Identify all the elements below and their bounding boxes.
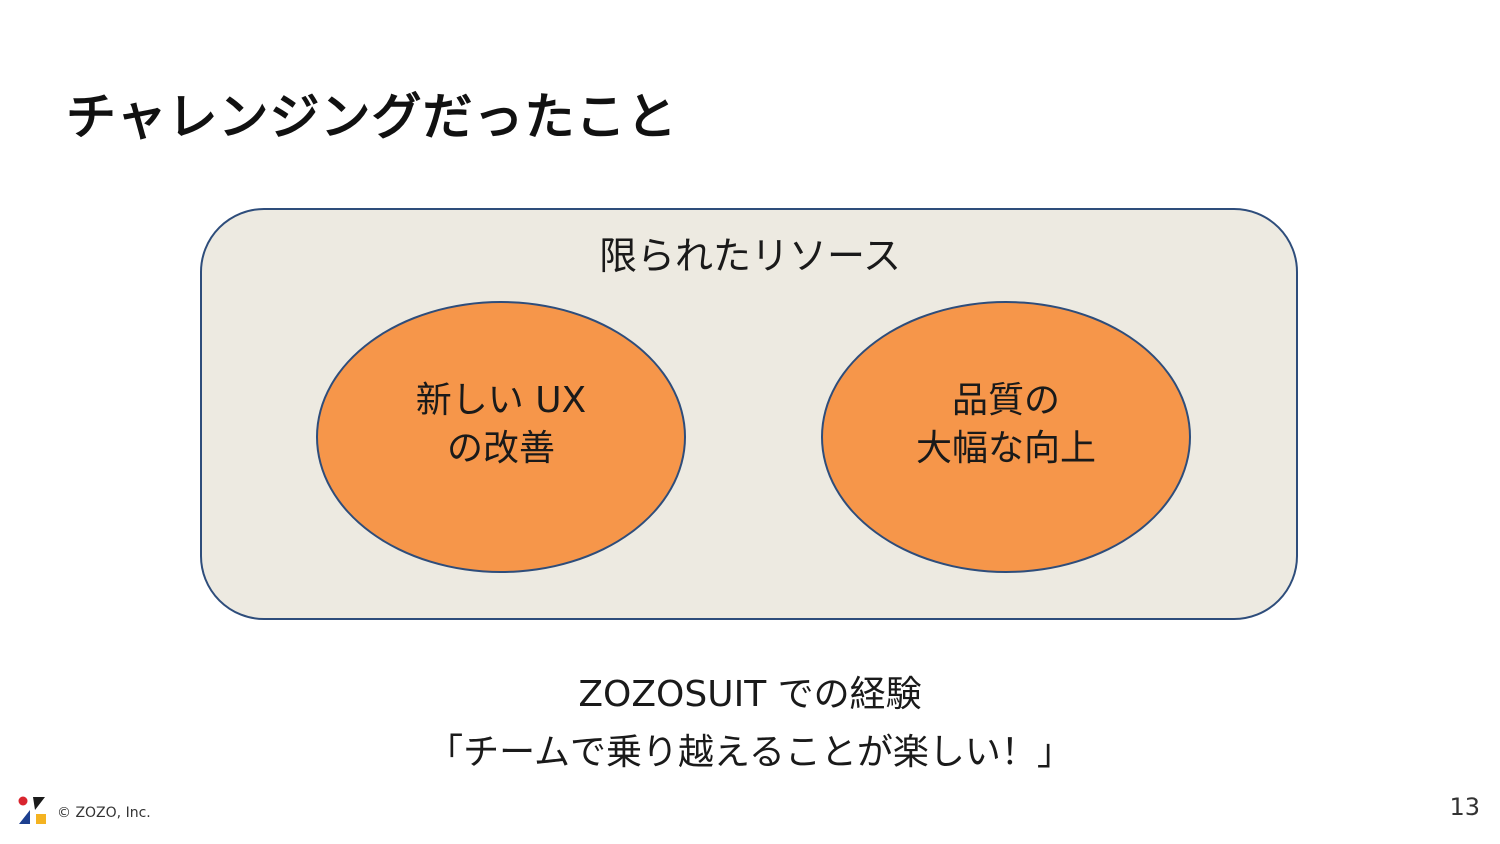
slide-title: チャレンジングだったこと: [66, 88, 678, 146]
ellipse-text-line: の改善: [446, 428, 555, 469]
caption-experience: ZOZOSUIT での経験: [578, 674, 922, 715]
ux-improvement-ellipse: 新しい UX の改善: [316, 301, 686, 573]
quality-improvement-ellipse: 品質の 大幅な向上: [821, 301, 1191, 573]
limited-resources-label: 限られたリソース: [598, 234, 902, 278]
ellipse-text-line: 品質の: [951, 380, 1060, 421]
copyright-text: © ZOZO, Inc.: [57, 805, 151, 821]
page-number: 13: [1449, 793, 1480, 821]
ellipse-text-line: 新しい UX: [415, 380, 587, 421]
zozo-logo-icon: [18, 796, 46, 824]
ellipse-text-line: 大幅な向上: [915, 428, 1096, 469]
caption-quote: 「チームで乗り越えることが楽しい！」: [427, 732, 1073, 773]
